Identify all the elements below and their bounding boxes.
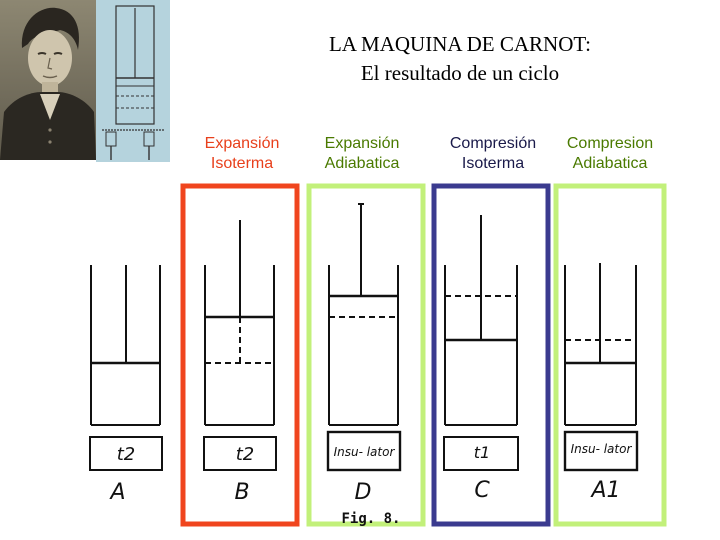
stage-frame-expansion-adiabatic <box>306 183 426 527</box>
stage-label-line-1: Compresion <box>566 135 654 152</box>
stage-label-expansion-isothermal: Expansión Isoterma <box>177 134 307 174</box>
cylinder-c <box>443 215 519 471</box>
stage-label-line-2: Adiabatica <box>572 155 648 172</box>
cylinder-a <box>89 265 163 471</box>
stage-frame-compression-isothermal <box>431 183 551 527</box>
carnot-portrait <box>0 0 96 160</box>
stage-label-compression-adiabatic: Compresion Adiabatica <box>545 134 675 174</box>
stage-frame-expansion-isothermal <box>180 183 300 527</box>
slide-title-line-1: LA MAQUINA DE CARNOT: <box>328 32 592 56</box>
figure-caption: Fig. 8. <box>341 511 400 527</box>
base-label-c: t1 <box>474 443 490 462</box>
cylinder-letter-a: A <box>108 480 125 505</box>
carnot-engine-sketch <box>96 0 170 162</box>
cylinder-b <box>203 220 277 471</box>
cylinder-a1 <box>563 263 639 472</box>
stage-label-expansion-adiabatic: Expansión Adiabatica <box>297 134 427 174</box>
base-label-b: t2 <box>236 444 255 465</box>
cylinder-d <box>326 203 402 472</box>
stage-label-line-1: Compresión <box>449 135 537 152</box>
cylinder-letter-a1: A1 <box>589 478 620 503</box>
stage-label-line-2: Adiabatica <box>324 155 400 172</box>
cylinder-letter-b: B <box>234 480 249 505</box>
slide-title-line-2: El resultado de un ciclo <box>360 61 560 85</box>
stage-label-line-1: Expansión <box>204 135 280 152</box>
stage-label-compression-isothermal: Compresión Isoterma <box>428 134 558 174</box>
base-label-a1: Insu- lator <box>571 442 633 456</box>
cylinder-letter-c: C <box>474 478 490 503</box>
stage-label-line-2: Isoterma <box>210 155 274 172</box>
base-label-d: Insu- lator <box>334 445 396 459</box>
stage-label-line-2: Isoterma <box>461 155 525 172</box>
base-label-a: t2 <box>117 444 136 465</box>
stage-frame-compression-adiabatic <box>553 183 667 527</box>
stage-label-line-1: Expansión <box>324 135 400 152</box>
cylinder-letter-d: D <box>355 480 372 505</box>
